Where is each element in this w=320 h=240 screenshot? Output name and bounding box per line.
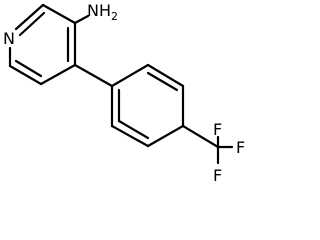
bond-p2-p3 (146, 63, 185, 88)
bond-p4-p5 (146, 124, 185, 148)
bond-p2-p3-inner (146, 71, 179, 92)
bond-n-c2 (14, 3, 45, 31)
atom-label-pyridine-nitrogen: N (3, 29, 15, 48)
atom-label-fluorine-top: F (213, 120, 222, 139)
bond-c3-amine (73, 14, 90, 25)
pyridine-ring (8, 3, 77, 86)
bond-n-c2-inner (18, 11, 46, 37)
bond-p1-p2 (110, 63, 150, 88)
bond-p5-p6-inner (117, 119, 150, 140)
bond-p5-p6 (110, 124, 150, 148)
bond-biaryl (73, 63, 114, 88)
bond-c5-c6 (8, 64, 43, 86)
chemical-structure: N NH2 F F F (3, 1, 245, 185)
atom-label-fluorine-bottom: F (213, 166, 222, 185)
phenyl-ring (110, 63, 185, 148)
atom-label-amine: NH2 (87, 1, 118, 23)
bond-c2-c3 (41, 3, 77, 25)
bond-c4-c5 (39, 63, 77, 86)
atom-label-fluorine-right: F (236, 138, 245, 157)
bond-c5-c6-inner (14, 59, 43, 78)
trifluoromethyl-group (181, 124, 234, 165)
bond-p4-cf3 (181, 124, 220, 149)
